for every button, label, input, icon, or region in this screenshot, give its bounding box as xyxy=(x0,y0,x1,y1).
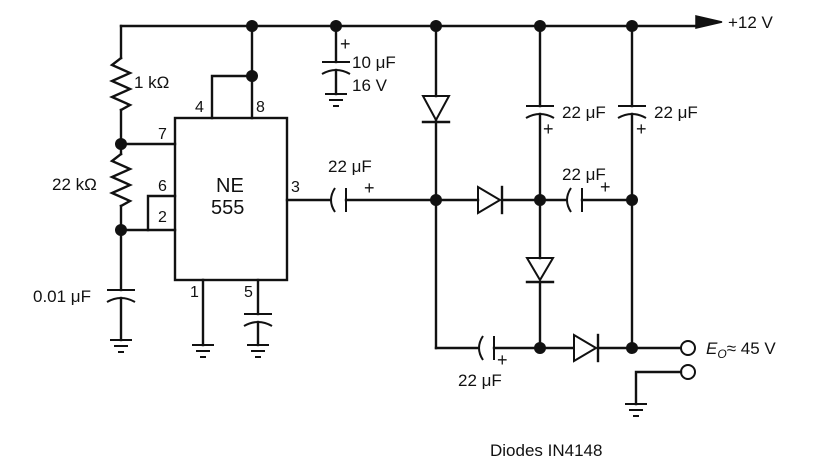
ic-label-line2: 555 xyxy=(211,197,244,219)
bottom-capacitor xyxy=(478,335,495,361)
diodes-note: Diodes IN4148 xyxy=(490,441,602,460)
top-right-cap-label: 22 μF xyxy=(654,103,698,122)
bottom-cap-label: 22 μF xyxy=(458,371,502,390)
svg-text:+: + xyxy=(636,119,647,139)
r1-label: 1 kΩ xyxy=(134,73,169,92)
top-left-cap-label: 22 μF xyxy=(562,103,606,122)
junction-node xyxy=(246,20,258,32)
diode-d1 xyxy=(421,95,451,123)
svg-text:+: + xyxy=(340,34,351,54)
ic-label-line1: NE xyxy=(216,175,244,197)
ground-icon xyxy=(325,93,347,107)
pin-5-label: 5 xyxy=(244,284,253,301)
pin-4-label: 4 xyxy=(195,99,204,116)
supply-cap-voltage: 16 V xyxy=(352,76,388,95)
output-terminal-ground xyxy=(680,364,696,380)
timing-cap-label: 0.01 μF xyxy=(33,287,91,306)
pin-2-label: 2 xyxy=(158,209,167,226)
mid-capacitor xyxy=(566,187,583,213)
svg-text:+: + xyxy=(543,119,554,139)
diode-d3 xyxy=(525,257,555,282)
ground-icon xyxy=(247,344,269,358)
coupling-capacitor xyxy=(330,187,347,213)
junction-node xyxy=(246,70,258,82)
r2-label: 22 kΩ xyxy=(52,175,97,194)
svg-text:+: + xyxy=(497,350,508,370)
ground-icon xyxy=(110,339,132,353)
output-terminal-positive xyxy=(680,340,696,356)
pin-6-label: 6 xyxy=(158,178,167,195)
pin-7-label: 7 xyxy=(158,126,167,143)
diode-d4 xyxy=(573,333,598,363)
diode-d2 xyxy=(477,185,502,215)
pin-3-label: 3 xyxy=(291,179,300,196)
pin-8-label: 8 xyxy=(256,99,265,116)
coupling-cap-label: 22 μF xyxy=(328,157,372,176)
output-label: EO≈ 45 V xyxy=(706,339,776,361)
svg-text:+: + xyxy=(600,177,611,197)
ground-icon xyxy=(625,403,647,417)
resistor-r2 xyxy=(109,152,133,208)
ground-icon xyxy=(192,344,214,358)
supply-arrow-icon xyxy=(695,15,723,29)
supply-cap-value: 10 μF xyxy=(352,53,396,72)
resistor-r1 xyxy=(109,56,133,112)
svg-text:+: + xyxy=(364,178,375,198)
junction-node xyxy=(626,194,638,206)
supply-label: +12 V xyxy=(728,13,774,32)
mid-cap-label: 22 μF xyxy=(562,165,606,184)
pin-1-label: 1 xyxy=(190,284,199,301)
